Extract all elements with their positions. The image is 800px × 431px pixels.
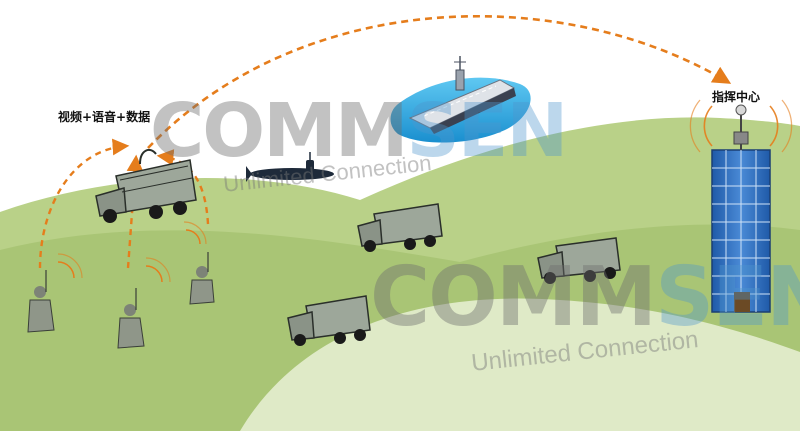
military-truck-icon-2 <box>537 237 621 284</box>
soldier-radio-icon-3 <box>183 221 215 305</box>
antenna-icon <box>689 99 793 153</box>
watermark-brand-1: COMMSEN <box>150 88 569 174</box>
watermark-brand-2: COMMSEN <box>370 250 800 345</box>
command-building-icon <box>711 149 771 313</box>
link-arc-top <box>147 14 732 149</box>
submarine-icon <box>246 152 334 182</box>
military-truck-icon-3 <box>287 295 371 346</box>
military-truck-icon-main <box>95 148 197 223</box>
soldier-radio-icon-2 <box>117 257 171 349</box>
link-arc-right <box>156 149 210 225</box>
military-truck-icon-1 <box>357 203 443 252</box>
hill-front-light <box>240 298 800 431</box>
watermark-brand-main-2: COMM <box>370 250 657 345</box>
label-video-voice-data: 视频+语音+数据 <box>58 110 151 124</box>
link-arc-left <box>38 138 130 269</box>
label-command-center: 指挥中心 <box>712 90 761 104</box>
watermark-brand-main-1: COMM <box>150 88 408 174</box>
soldier-radio-icon-1 <box>27 253 83 333</box>
watermark-brand-tail-2: SEN <box>655 250 800 345</box>
watermark-brand-tail-1: SEN <box>406 88 569 174</box>
aircraft-carrier-icon <box>390 56 531 143</box>
